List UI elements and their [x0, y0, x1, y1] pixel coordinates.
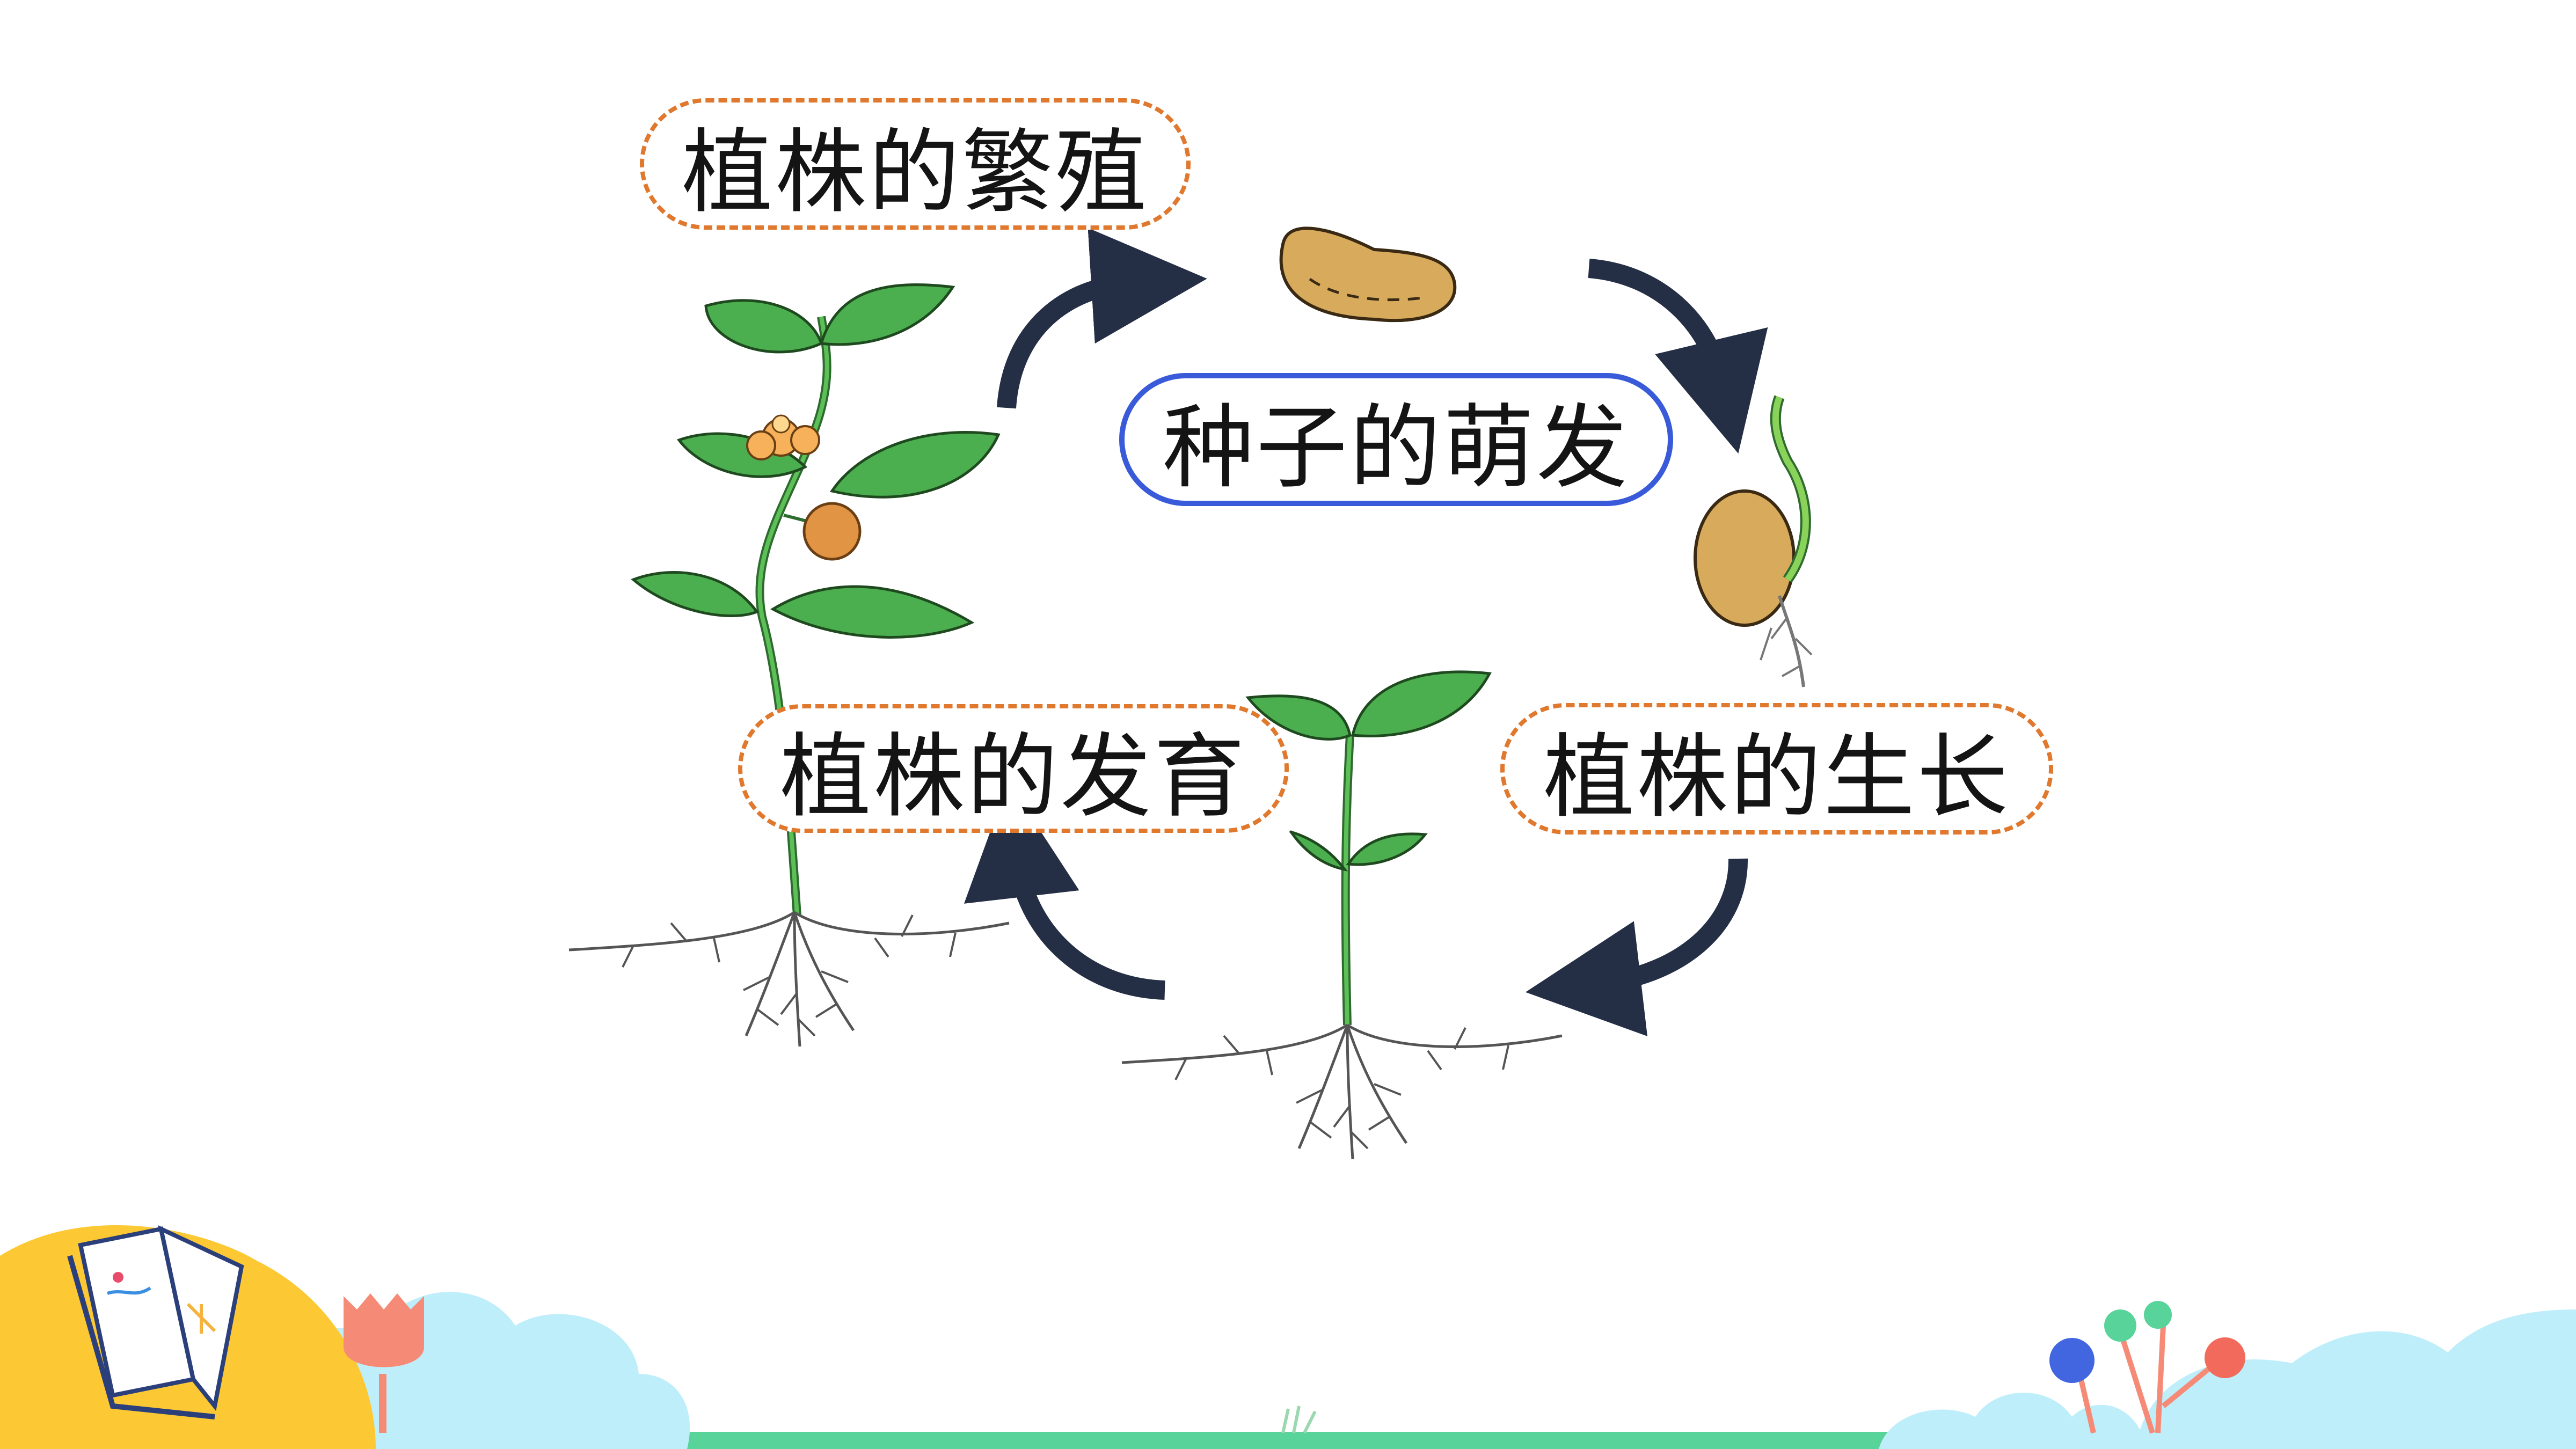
lollipop-tree-icon: [2049, 1301, 2245, 1434]
stage-label-reproduction: 植株的繁殖: [640, 98, 1191, 230]
arrow-development-to-reproduction: [964, 781, 1165, 1000]
grass-tuft-icon: [1281, 1406, 1317, 1434]
arrow-germination-to-growth: [1588, 259, 1768, 454]
tulip-icon: [344, 1293, 424, 1433]
stage-label-growth: 植株的生长: [1500, 703, 2053, 835]
open-book-icon: [67, 1225, 244, 1419]
flower-icon: [746, 414, 820, 460]
arrow-growth-to-development: [1525, 858, 1748, 1036]
bean-seed-icon: [1279, 226, 1457, 323]
footer-decoration: [0, 1225, 2576, 1449]
arrow-reproduction-to-germination: [997, 228, 1207, 409]
seedling-plant-icon: [1122, 670, 1562, 1159]
stage-label-development: 植株的发育: [738, 704, 1289, 833]
mature-plant-icon: [569, 283, 1009, 1046]
germinating-seed-icon: [1694, 395, 1813, 687]
stage-label-germination: 种子的萌发: [1119, 373, 1673, 506]
